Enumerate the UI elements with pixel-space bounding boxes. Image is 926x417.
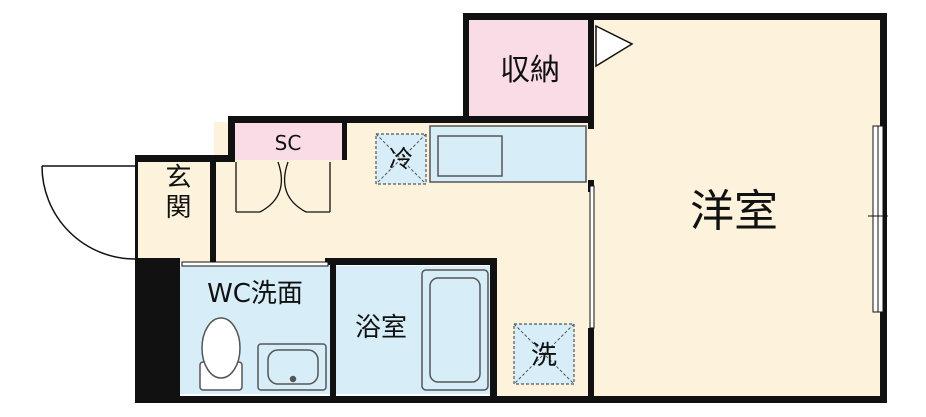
bathroom-label: 浴室 xyxy=(355,313,407,343)
fridge-label: 冷 xyxy=(389,145,413,173)
kitchen-sink xyxy=(437,135,503,177)
wc-washroom-label: WC洗面 xyxy=(207,279,303,309)
shoe-closet-floor xyxy=(232,122,344,160)
shoe-closet-doors-icon xyxy=(235,161,331,213)
toilet-icon xyxy=(199,317,243,391)
washbasin-icon xyxy=(257,343,327,391)
windows xyxy=(181,125,888,329)
western-room-label: 洋室 xyxy=(690,186,778,237)
western-room-floor xyxy=(592,18,881,398)
shoe-closet-label: SC xyxy=(275,131,302,155)
washer-space-icon xyxy=(513,323,575,385)
washer-label: 洗 xyxy=(531,341,557,371)
closet-door-icon xyxy=(595,24,634,68)
bathtub-icon xyxy=(421,269,489,391)
entrance-floor xyxy=(137,160,214,262)
entrance-label: 玄関 xyxy=(161,163,191,223)
closet-label: 収納 xyxy=(500,53,560,88)
closet-floor xyxy=(467,18,592,116)
entrance-door-icon xyxy=(41,165,136,260)
bathroom-floor xyxy=(336,266,490,394)
fridge-space-icon xyxy=(375,133,427,185)
